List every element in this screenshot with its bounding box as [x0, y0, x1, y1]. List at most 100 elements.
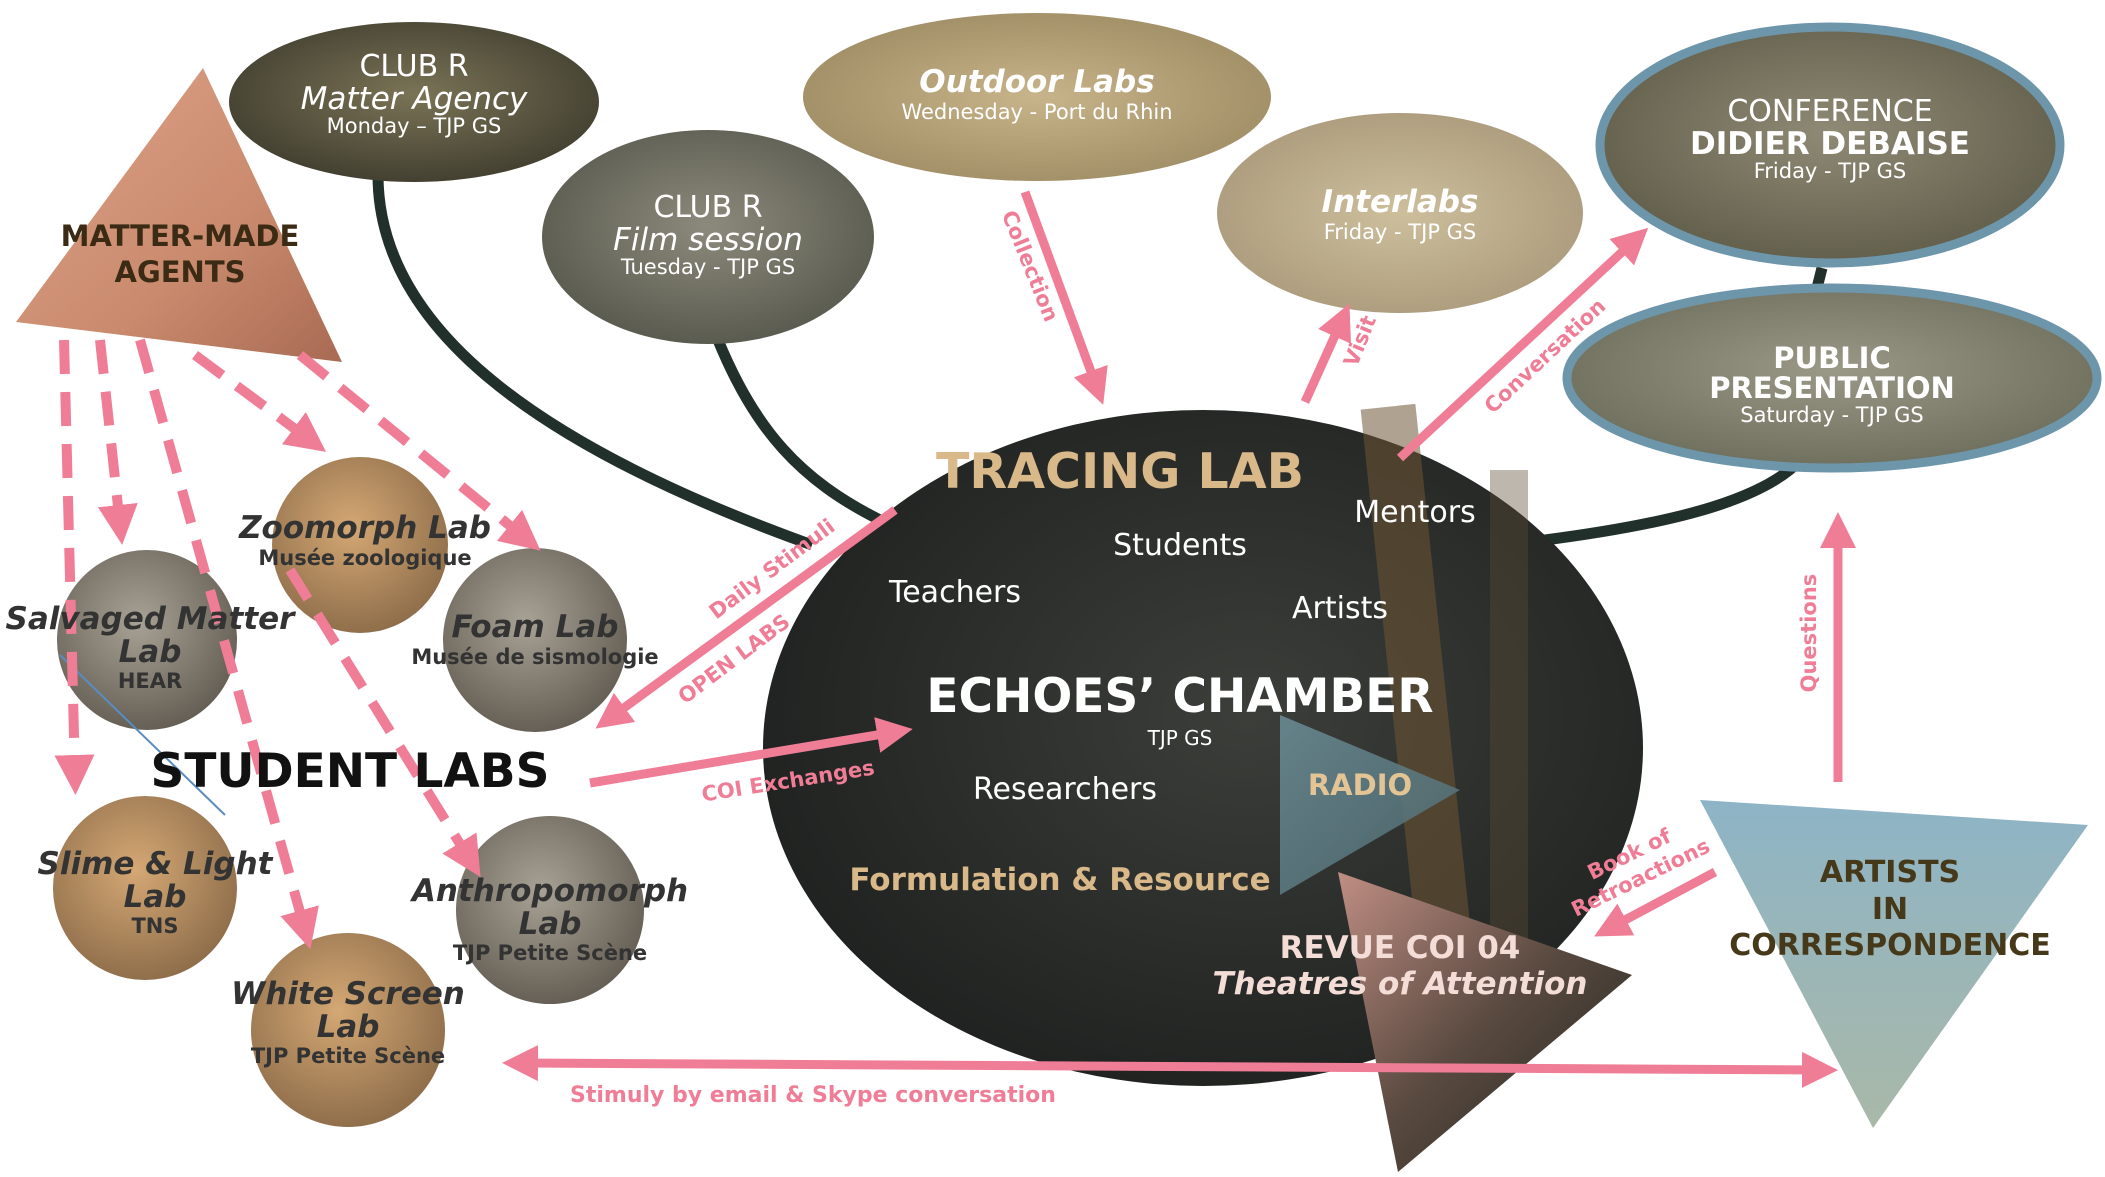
- conference-label: CONFERENCE DIDIER DEBAISE Friday - TJP G…: [1650, 96, 2010, 182]
- dash-arrow-1: [54, 339, 95, 795]
- salvaged-matter-lab-label: Salvaged Matter Lab HEAR: [0, 603, 300, 692]
- slime-light-lab-circle: [53, 796, 237, 980]
- teachers-label: Teachers: [889, 575, 1021, 610]
- mentors-label: Mentors: [1354, 495, 1476, 530]
- connector-club-matter: [372, 174, 814, 551]
- zoomorph-lab-title: Zoomorph Lab: [239, 510, 491, 546]
- edge-label-questions: Questions: [1796, 573, 1821, 693]
- public-presentation-line2: PRESENTATION: [1709, 371, 1955, 406]
- anthropomorph-lab-label: Anthropomorph Lab TJP Petite Scène: [390, 875, 710, 964]
- outdoor-labs-label: Outdoor Labs Wednesday - Port du Rhin: [857, 66, 1217, 123]
- slime-light-lab-venue: TNS: [131, 914, 179, 939]
- outdoor-labs-line1: Outdoor Labs: [919, 64, 1155, 100]
- conference-line2: DIDIER DEBAISE: [1690, 125, 1970, 162]
- slime-light-lab-title1: Slime & Light: [37, 846, 273, 882]
- arrow-visit: [1300, 303, 1352, 404]
- conference-line3: Friday - TJP GS: [1753, 159, 1907, 184]
- radio-triangle: [1280, 715, 1460, 895]
- foam-lab-label: Foam Lab Musée de sismologie: [385, 611, 685, 668]
- zoomorph-lab-label: Zoomorph Lab Musée zoologique: [215, 512, 515, 569]
- radio-label: RADIO: [1307, 768, 1413, 802]
- student-labs-label: STUDENT LABS: [150, 744, 550, 799]
- arrow-daily-stimuli: [595, 506, 898, 729]
- revue-line1: REVUE COI 04: [1279, 930, 1521, 966]
- interlabs-line2: Friday - TJP GS: [1323, 219, 1477, 244]
- white-screen-lab-label: White Screen Lab TJP Petite Scène: [198, 978, 498, 1067]
- interlabs-ellipse: [1217, 113, 1583, 313]
- matter-made-agents-triangle: [16, 68, 342, 362]
- salvaged-matter-lab-venue: HEAR: [117, 669, 183, 694]
- artists-correspondence-line3: CORRESPONDENCE: [1729, 928, 2051, 964]
- echoes-chamber-sub: TJP GS: [1147, 726, 1213, 750]
- interlabs-label: Interlabs Friday - TJP GS: [1250, 186, 1550, 243]
- dash-arrow-6: [285, 567, 481, 877]
- salvaged-matter-lab-title1: Salvaged Matter: [5, 601, 295, 637]
- tracing-lab-beam: [1360, 403, 1485, 1067]
- revue-label: REVUE COI 04 Theatres of Attention: [1200, 932, 1600, 1000]
- club-r-matter-line2: Matter Agency: [300, 80, 528, 117]
- club-r-matter-line1: CLUB R: [359, 49, 469, 84]
- salvaged-thin-line: [59, 654, 226, 816]
- arrow-book-of-retroactions: [1594, 868, 1718, 937]
- white-screen-lab-title2: Lab: [316, 1008, 380, 1045]
- zoomorph-lab-venue: Musée zoologique: [258, 545, 472, 570]
- club-r-matter-label: CLUB R Matter Agency Monday – TJP GS: [264, 51, 564, 137]
- dash-arrow-5: [296, 351, 541, 551]
- zoomorph-lab-circle: [272, 457, 448, 633]
- anthropomorph-lab-title1: Anthropomorph: [411, 873, 689, 909]
- arrow-coi-exchanges: [589, 717, 913, 788]
- slime-light-lab-label: Slime & Light Lab TNS: [5, 848, 305, 937]
- dash-arrow-4: [192, 350, 327, 452]
- anthropomorph-lab-circle: [456, 816, 644, 1004]
- club-r-matter-ellipse: [229, 22, 599, 182]
- tracing-lab-title: TRACING LAB: [935, 443, 1305, 500]
- anthropomorph-lab-venue: TJP Petite Scène: [452, 941, 648, 966]
- foam-lab-circle: [443, 548, 627, 732]
- artists-correspondence-triangle: [1700, 800, 2088, 1128]
- salvaged-matter-lab-circle: [57, 550, 237, 730]
- revue-line2: Theatres of Attention: [1212, 965, 1588, 1002]
- club-r-film-line3: Tuesday - TJP GS: [620, 255, 796, 280]
- formulation-resource-label: Formulation & Resource: [849, 862, 1271, 898]
- foam-lab-title: Foam Lab: [451, 609, 619, 645]
- tracing-lab-beam-2: [1490, 470, 1528, 990]
- foam-lab-venue: Musée de sismologie: [411, 644, 659, 669]
- artists-label: Artists: [1292, 591, 1388, 626]
- conference-ellipse: [1595, 22, 2065, 268]
- arrow-stimuly: [502, 1045, 1838, 1088]
- dash-arrow-2: [95, 339, 138, 545]
- white-screen-lab-title1: White Screen: [231, 976, 465, 1012]
- arrow-conversation: [1396, 227, 1649, 462]
- public-presentation-label: PUBLIC PRESENTATION Saturday - TJP GS: [1652, 343, 2012, 426]
- conference-line1: CONFERENCE: [1727, 94, 1933, 129]
- salvaged-matter-lab-title2: Lab: [118, 633, 182, 670]
- white-screen-lab-venue: TJP Petite Scène: [250, 1044, 446, 1069]
- club-r-film-line1: CLUB R: [653, 190, 763, 225]
- connector-club-film: [712, 337, 883, 525]
- matter-made-agents-label: MATTER-MADE AGENTS: [30, 218, 330, 291]
- club-r-film-ellipse: [542, 130, 874, 344]
- echoes-chamber-title: ECHOES’ CHAMBER: [926, 669, 1434, 724]
- interlabs-line1: Interlabs: [1321, 184, 1479, 220]
- arrow-collection: [1020, 190, 1108, 405]
- revue-triangle: [1338, 872, 1632, 1172]
- public-presentation-ellipse: [1562, 283, 2102, 473]
- slime-light-lab-title2: Lab: [123, 878, 187, 915]
- public-presentation-line3: Saturday - TJP GS: [1740, 402, 1924, 427]
- club-r-film-line2: Film session: [613, 221, 803, 258]
- outdoor-labs-ellipse: [803, 13, 1271, 181]
- anthropomorph-lab-title2: Lab: [518, 905, 582, 942]
- outdoor-labs-line2: Wednesday - Port du Rhin: [901, 99, 1173, 124]
- matter-made-agents-line1: MATTER-MADE: [60, 219, 300, 253]
- students-label: Students: [1113, 528, 1247, 563]
- white-screen-lab-circle: [251, 933, 445, 1127]
- artists-correspondence-line1: ARTISTS: [1819, 855, 1961, 890]
- club-r-film-label: CLUB R Film session Tuesday - TJP GS: [558, 192, 858, 278]
- public-presentation-line1: PUBLIC: [1773, 341, 1891, 375]
- edge-label-stimuly: Stimuly by email & Skype conversation: [570, 1083, 1056, 1108]
- artists-correspondence-label: ARTISTS IN CORRESPONDENCE: [1700, 855, 2080, 965]
- matter-made-agents-line2: AGENTS: [114, 255, 246, 290]
- club-r-matter-line3: Monday – TJP GS: [326, 114, 502, 139]
